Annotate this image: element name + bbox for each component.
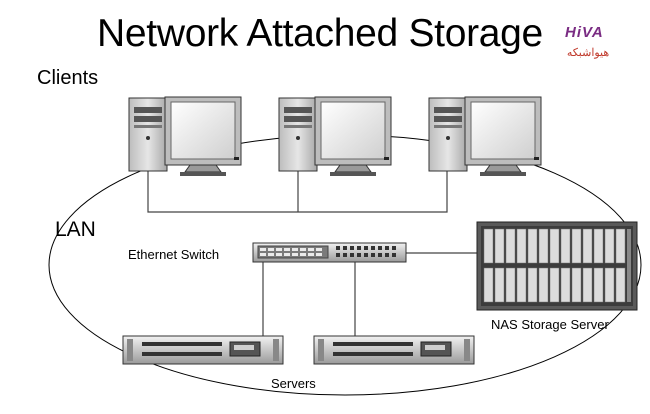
ethernet-switch (252, 242, 407, 263)
client-workstation-1 (128, 96, 242, 176)
logo-subtitle: هیواشبکه (566, 47, 610, 59)
hiva-logo: HiVA هیواشبکه (565, 24, 645, 70)
nas-storage-server-label: NAS Storage Server (491, 317, 609, 332)
logo-word: HiVA (565, 24, 604, 41)
diagram-title: Network Attached Storage (97, 12, 543, 55)
client-workstation-3 (428, 96, 542, 176)
client-workstation-2 (278, 96, 392, 176)
server-1 (122, 335, 284, 365)
server-2 (313, 335, 475, 365)
ethernet-switch-label: Ethernet Switch (128, 247, 220, 262)
nas-storage-server (476, 221, 638, 311)
clients-label: Clients (37, 67, 99, 89)
lan-label: LAN (55, 218, 96, 241)
servers-label: Servers (271, 376, 316, 391)
network-cabling (147, 170, 482, 336)
